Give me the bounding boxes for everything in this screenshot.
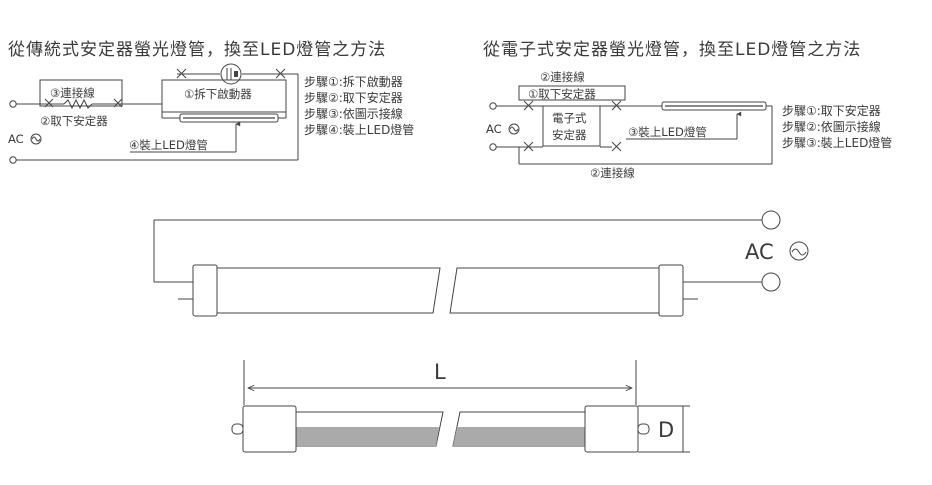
- left-remove-starter-label: ①拆下啟動器: [184, 87, 252, 101]
- cut-x-icon: [611, 100, 622, 111]
- ac-sine-icon: [789, 241, 809, 261]
- dimension-diagram: L D: [231, 360, 690, 453]
- dim-end-cap-left: [242, 405, 297, 453]
- right-ballast-line2: 安定器: [552, 128, 587, 142]
- dim-tube-shade-left: [296, 427, 439, 446]
- right-step-1: 步驟①:取下安定器: [782, 103, 881, 118]
- left-install-label: ④裝上LED燈管: [129, 138, 208, 152]
- terminal-circle-icon: [489, 143, 497, 151]
- right-remove-ballast-label: ①取下安定器: [528, 87, 596, 101]
- right-connect-bottom-label: ②連接線: [590, 166, 635, 180]
- starter-box: [161, 79, 287, 113]
- length-label: L: [434, 360, 446, 384]
- cut-x-icon: [611, 141, 622, 152]
- terminal-circle-icon: [9, 100, 17, 108]
- cut-x-icon: [176, 68, 187, 79]
- terminal-circle-icon: [9, 156, 17, 164]
- right-connect-top-label: ②連接線: [540, 70, 585, 84]
- tube-wiring-diagram: AC: [153, 210, 809, 317]
- starter-icon: [220, 63, 242, 85]
- terminal-circle-icon: [761, 210, 781, 230]
- terminal-circle-icon: [489, 102, 497, 110]
- terminal-circle-icon: [761, 272, 781, 292]
- left-title: 從傳統式安定器螢光燈管，換至LED燈管之方法: [8, 40, 386, 60]
- electronic-ballast-box: [542, 105, 601, 147]
- left-connect-label: ③連接線: [50, 86, 95, 100]
- ac-sine-icon: [508, 123, 520, 135]
- cut-x-icon: [523, 100, 534, 111]
- right-diagram: 從電子式安定器螢光燈管，換至LED燈管之方法 ②連接線 ①取下安定器 電子式 安…: [483, 40, 892, 180]
- diameter-label: D: [658, 418, 674, 442]
- right-step-3: 步驟③:裝上LED燈管: [782, 135, 892, 150]
- left-diagram: 從傳統式安定器螢光燈管，換至LED燈管之方法 ③連接線 ②取下安定器 ①拆下啟動…: [8, 40, 414, 164]
- right-ballast-line1: 電子式: [552, 111, 587, 125]
- right-step-2: 步驟②:依圖示接線: [782, 119, 881, 134]
- ballast-resistor-icon: [63, 98, 93, 110]
- tube-end-cap-left: [192, 264, 218, 317]
- cut-x-icon: [523, 141, 534, 152]
- right-install-label: ③裝上LED燈管: [628, 125, 707, 139]
- left-step-3: 步驟③:依圖示接線: [304, 106, 403, 121]
- cut-x-icon: [275, 68, 286, 79]
- connect-wire-box-top: [518, 85, 626, 101]
- dim-end-cap-right: [584, 405, 639, 453]
- dim-tube-shade-right: [453, 427, 585, 446]
- right-title: 從電子式安定器螢光燈管，換至LED燈管之方法: [483, 40, 861, 60]
- cut-x-icon: [44, 98, 54, 108]
- left-ac-label: AC: [8, 132, 24, 146]
- left-step-4: 步驟④:裝上LED燈管: [304, 122, 414, 137]
- tube-body-left: [199, 267, 441, 314]
- left-step-2: 步驟②:取下安定器: [304, 90, 403, 105]
- ac-sine-icon: [30, 133, 42, 145]
- tube-body-right: [449, 267, 681, 314]
- dim-pin-left: [231, 423, 244, 435]
- right-ac-label: AC: [486, 122, 502, 136]
- wiring-ac-label: AC: [745, 240, 774, 264]
- left-step-1: 步驟①:拆下啟動器: [304, 74, 403, 89]
- tube-end-cap-right: [658, 264, 684, 317]
- cut-x-icon: [113, 98, 123, 108]
- dim-pin-right: [637, 423, 650, 435]
- left-remove-ballast-label: ②取下安定器: [40, 114, 108, 128]
